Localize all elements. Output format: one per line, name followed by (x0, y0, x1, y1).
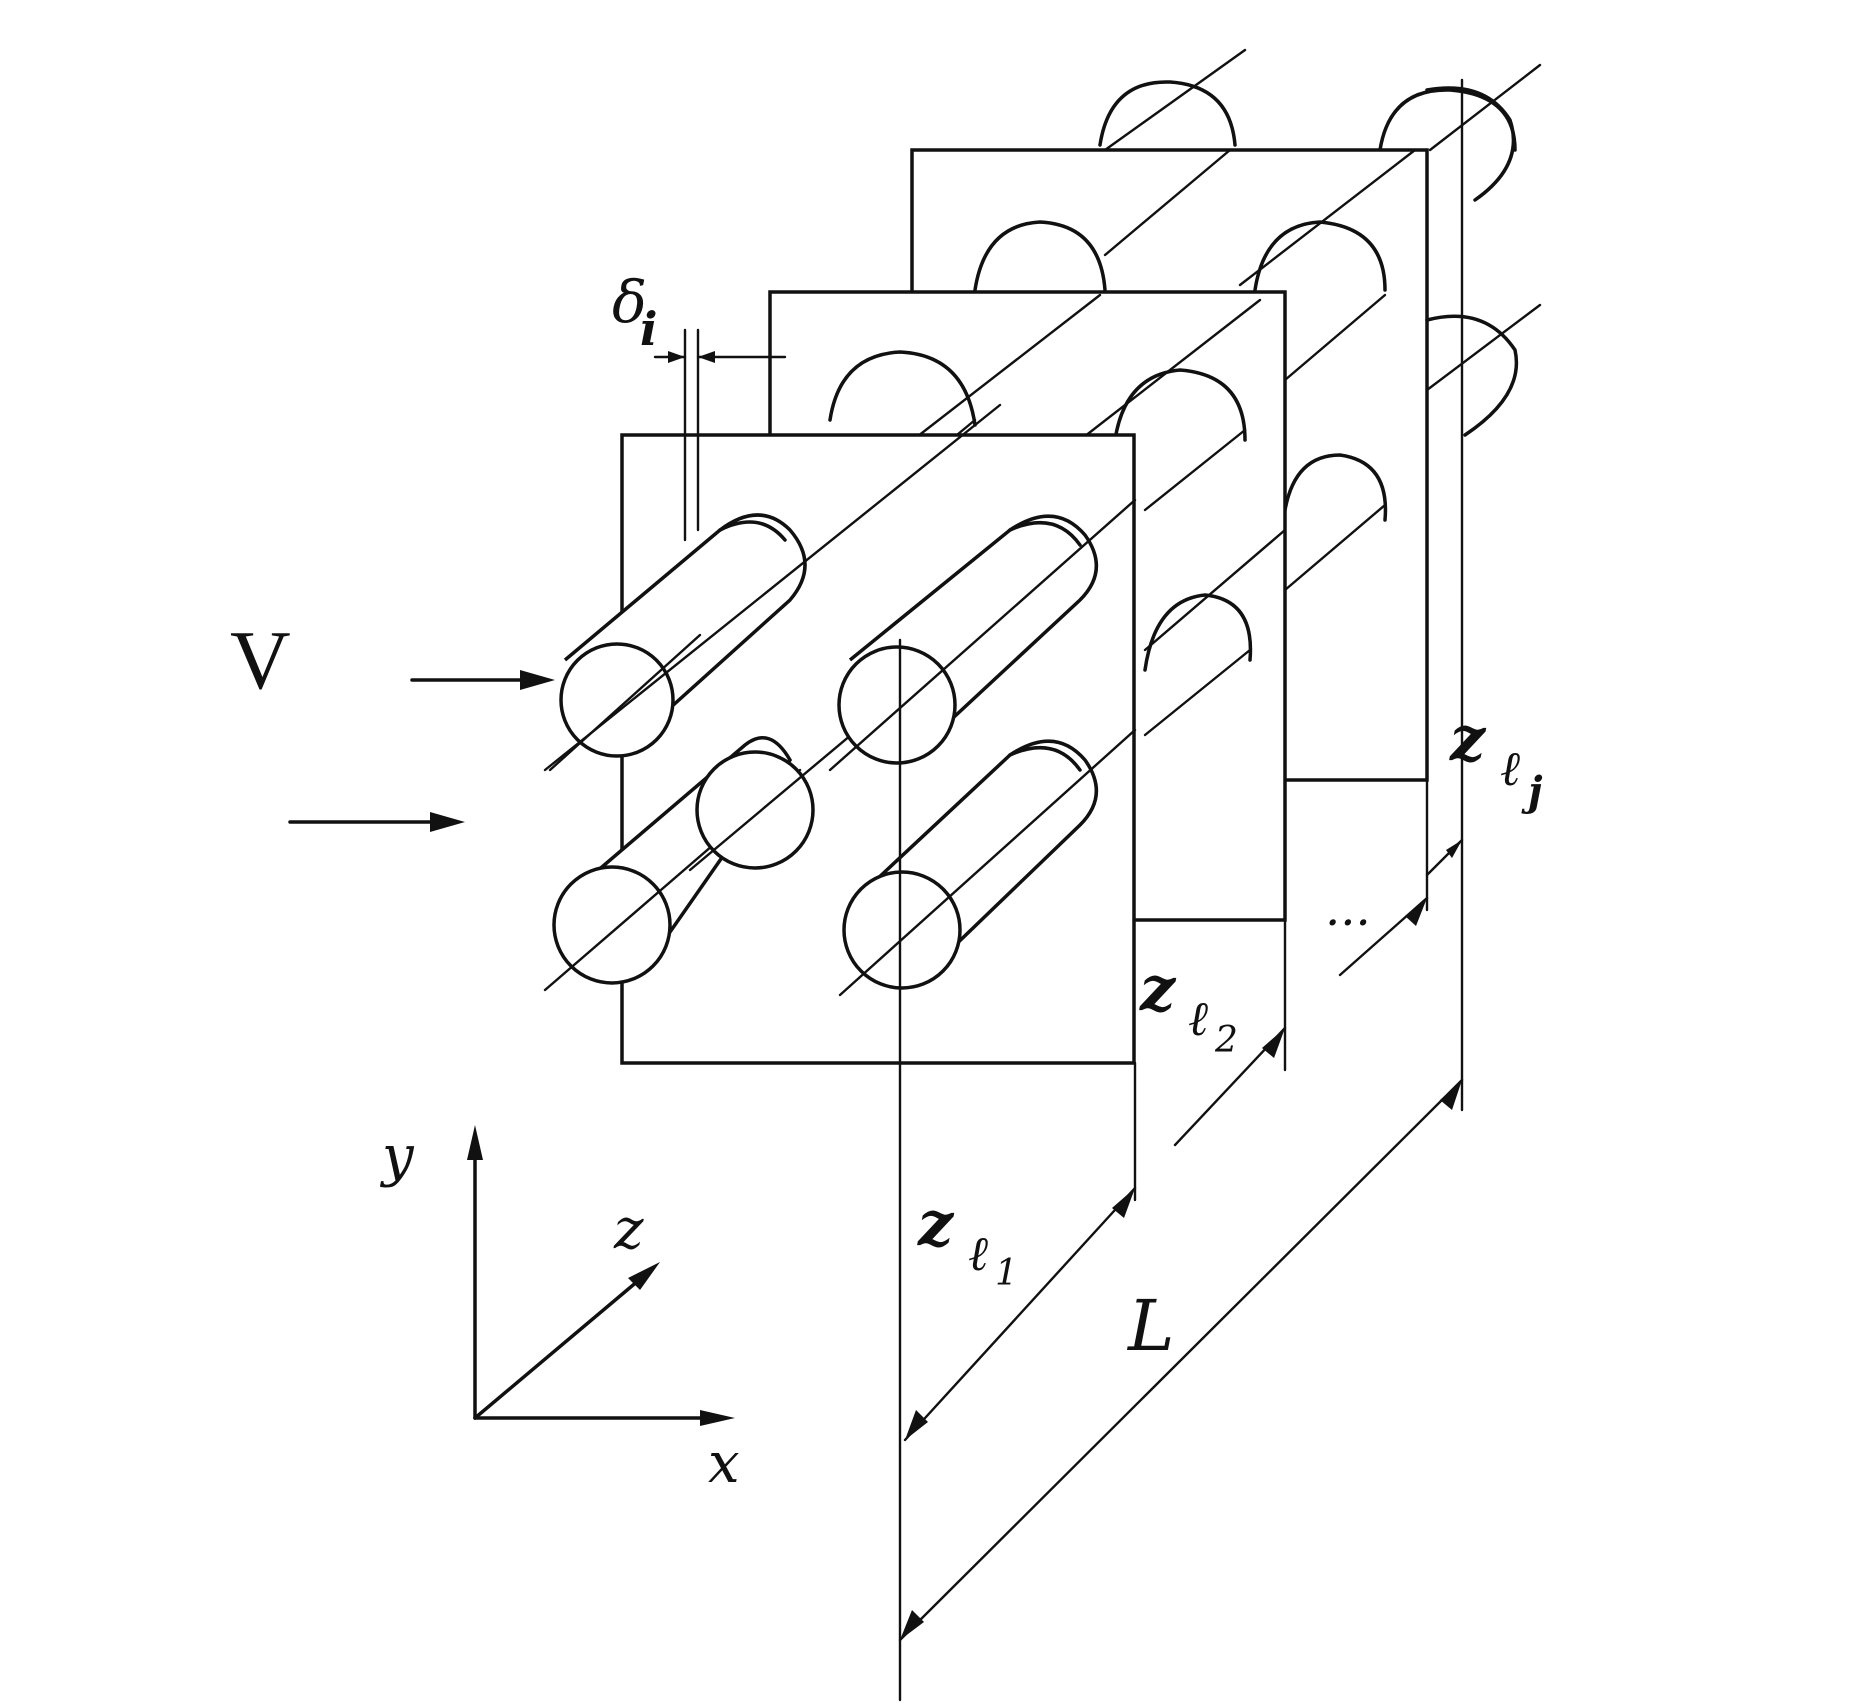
zl2-label: z (1139, 952, 1177, 1025)
zlj-label: z (1449, 702, 1487, 775)
axis-y-label: y (379, 1124, 415, 1189)
tube-axis (838, 728, 1137, 997)
tube-arc (828, 350, 977, 427)
zlj-l: ℓ (1500, 741, 1520, 797)
arrow-head (668, 351, 685, 363)
zl1-sub: 1 (995, 1253, 1018, 1294)
tube-stub (1098, 80, 1237, 147)
tube-line (1283, 293, 1387, 382)
tube-line (1103, 48, 1247, 152)
arrow-head (1112, 1188, 1135, 1218)
tube-line (1143, 528, 1287, 652)
gap-label: δ (612, 268, 647, 336)
tube-face (837, 645, 957, 765)
tube-upper-left (548, 513, 807, 772)
tube-line (1143, 648, 1252, 737)
arrow-head (698, 351, 715, 363)
arrow-head (520, 670, 555, 690)
flow-arrows: V (230, 614, 555, 832)
arrow-head (1446, 840, 1462, 858)
tube-face (842, 870, 962, 990)
tube-axis (548, 633, 702, 772)
dim-line-L (898, 1078, 1464, 1642)
zl1-label: z (917, 1187, 955, 1260)
tube-rim (1008, 521, 1082, 547)
arrow-head (905, 1410, 928, 1440)
arrow-head (1405, 898, 1427, 926)
tube-line (1238, 148, 1417, 287)
tube-rim (718, 520, 787, 542)
arrow-head (1262, 1028, 1285, 1058)
plates-ellipsis: ... (1325, 881, 1371, 937)
tube-axis (828, 498, 1137, 772)
zl1-l: ℓ (968, 1226, 988, 1282)
tube-end (1425, 86, 1516, 202)
tube-line (898, 293, 1102, 452)
arrow-head (1440, 1080, 1462, 1110)
zl-dimensions: z ℓ 1 z ℓ 2 ... z ℓ j L (898, 78, 1543, 1702)
zl2-sub: 2 (1214, 1020, 1238, 1061)
zlj-sub: j (1521, 768, 1543, 815)
velocity-label: V (230, 614, 291, 707)
tube-end (1425, 314, 1519, 437)
plate-front (543, 403, 1137, 1065)
z-axis (473, 1273, 647, 1420)
zl2-l: ℓ (1188, 991, 1208, 1047)
tube-line (1425, 303, 1542, 392)
length-label: L (1126, 1285, 1174, 1367)
arrow-head (467, 1125, 483, 1160)
arrow-head (628, 1262, 660, 1290)
tube-upper-right (828, 498, 1137, 772)
tube-arc (973, 220, 1107, 292)
axis-x-label: x (708, 1431, 740, 1496)
tube-face (559, 642, 675, 758)
arrow-head (900, 1610, 924, 1640)
tube-arc (1143, 593, 1253, 672)
tube-line (1283, 503, 1387, 592)
tube-line (1428, 63, 1542, 152)
dim-line-zl1 (903, 1186, 1137, 1442)
gap-label-sub: i (640, 302, 657, 356)
tube-arc (1283, 453, 1388, 522)
coordinate-axes: y x z (379, 1124, 740, 1496)
tube-lower-right (838, 728, 1137, 997)
axis-z-label: z (613, 1197, 644, 1262)
tube-rim (1008, 746, 1082, 772)
gap-dimension: δ i (612, 268, 787, 542)
tube-line (543, 403, 1002, 772)
tube-line (1143, 428, 1247, 512)
arrow-head (430, 812, 465, 832)
tube-line (1103, 148, 1232, 257)
tube-face (552, 865, 672, 985)
tube-line (1078, 298, 1262, 442)
arrow-head (700, 1410, 735, 1426)
